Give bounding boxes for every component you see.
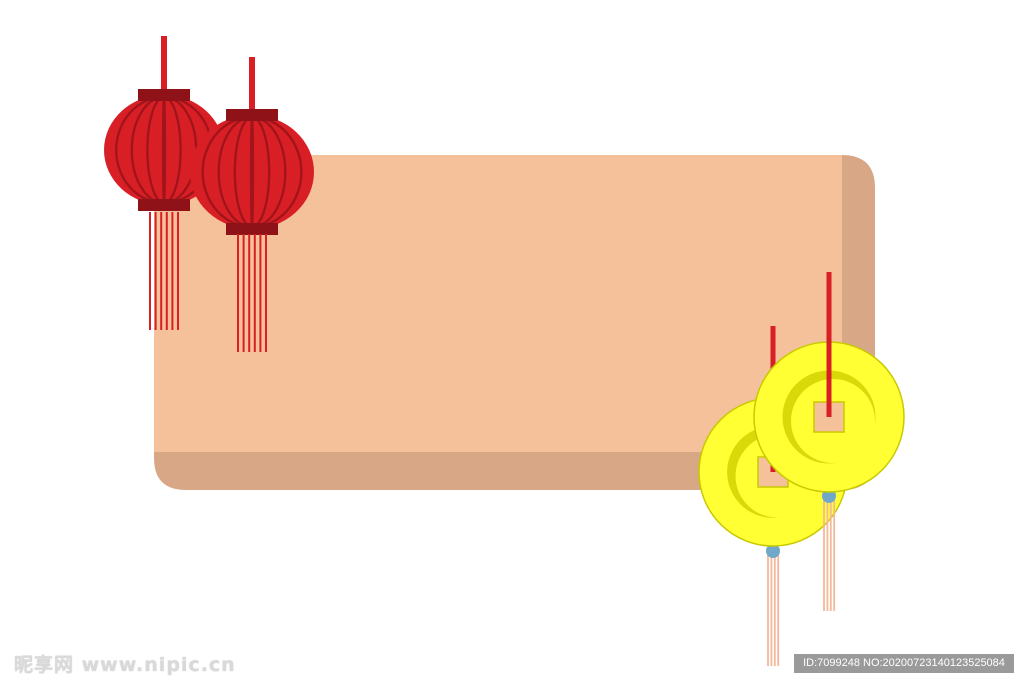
coin-string bbox=[826, 272, 832, 417]
lantern-bottom-cap bbox=[226, 223, 278, 235]
lantern-rib bbox=[249, 115, 255, 229]
watermark-site-logo: 昵享网 www.nipic.cn bbox=[14, 654, 236, 676]
lantern-string bbox=[249, 57, 255, 121]
lantern-string bbox=[161, 36, 167, 101]
watermark-id-label: ID:7099248 NO:20200723140123525084 bbox=[794, 654, 1014, 673]
coin bbox=[753, 272, 905, 611]
banner-panel bbox=[154, 155, 875, 490]
coin-group bbox=[698, 272, 905, 666]
lantern-bottom-cap bbox=[138, 199, 190, 211]
banner-face bbox=[154, 155, 842, 452]
lantern-group bbox=[104, 36, 314, 352]
lantern-top-cap bbox=[138, 89, 190, 101]
coin-bead bbox=[766, 544, 780, 558]
lantern-top-cap bbox=[226, 109, 278, 121]
lantern-rib bbox=[161, 95, 167, 205]
lantern bbox=[190, 57, 314, 352]
